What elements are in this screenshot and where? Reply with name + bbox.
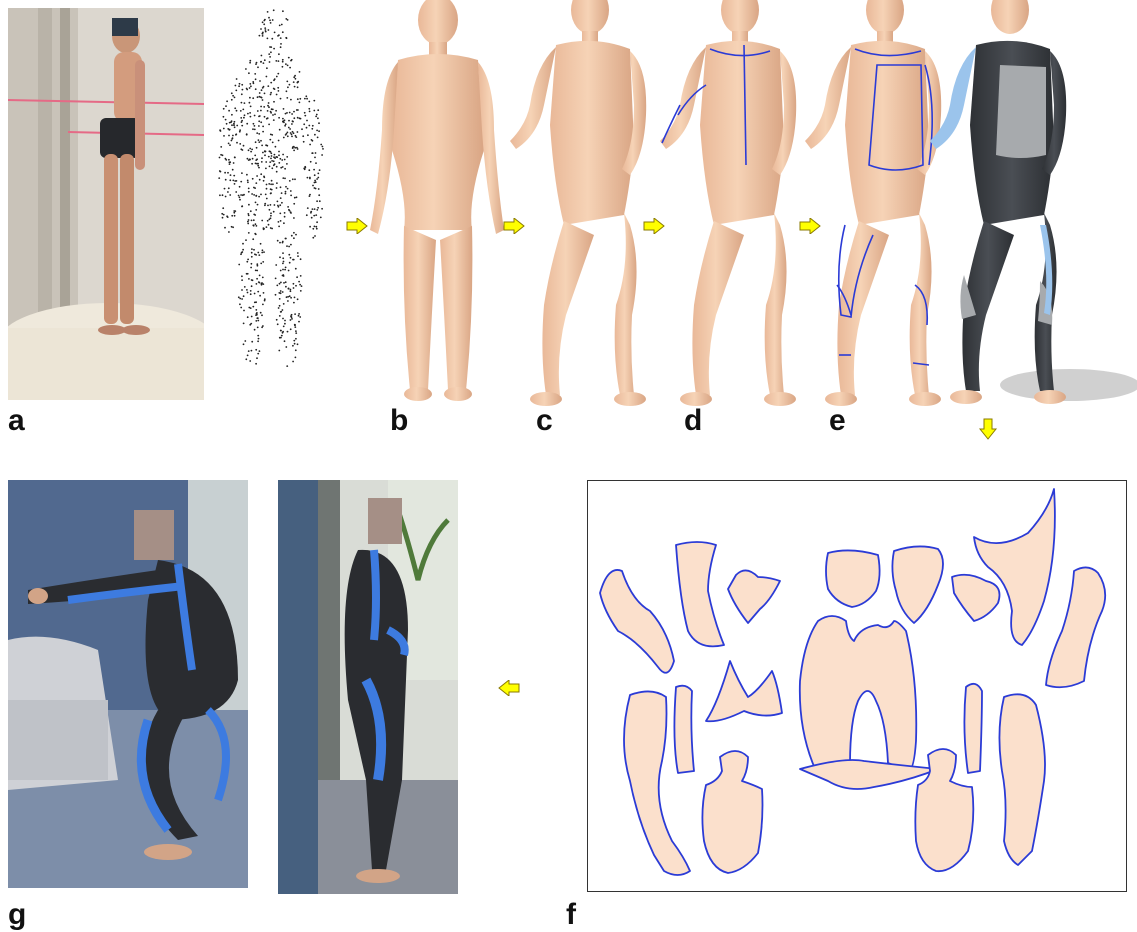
arrow-down-icon <box>978 418 998 440</box>
avatar-crouch <box>510 0 646 406</box>
arrow-right-icon <box>799 218 821 234</box>
pattern-piece <box>999 694 1045 865</box>
pattern-piece <box>676 542 724 646</box>
arrow-left-icon <box>498 680 520 696</box>
avatar-seams-full <box>805 0 941 406</box>
avatar-seams-partial <box>660 0 796 406</box>
pattern-piece <box>974 489 1055 645</box>
label-e: e <box>829 406 846 436</box>
arrow-right-icon <box>643 218 665 234</box>
arrow-right-icon <box>503 218 525 234</box>
avatar-standing <box>370 0 504 401</box>
wetsuit-photo-standing <box>278 480 458 894</box>
arrow-right-icon <box>346 218 368 234</box>
pattern-piece <box>706 661 782 721</box>
pattern-piece <box>800 616 916 776</box>
wetsuit-photo-squat <box>8 480 248 888</box>
label-g: g <box>8 900 26 930</box>
pattern-layout-frame <box>587 480 1127 892</box>
pattern-piece <box>892 546 943 623</box>
pattern-piece <box>826 550 880 607</box>
avatar-wetsuit <box>930 0 1137 404</box>
pattern-piece <box>674 686 694 773</box>
label-f: f <box>566 900 576 930</box>
pattern-piece <box>1046 567 1105 687</box>
label-c: c <box>536 406 553 436</box>
pattern-piece <box>964 684 982 773</box>
label-d: d <box>684 406 702 436</box>
pattern-piece <box>600 570 674 673</box>
pattern-piece <box>952 575 1000 621</box>
pattern-piece <box>728 570 780 623</box>
pattern-piece <box>702 751 762 873</box>
label-b: b <box>390 406 408 436</box>
